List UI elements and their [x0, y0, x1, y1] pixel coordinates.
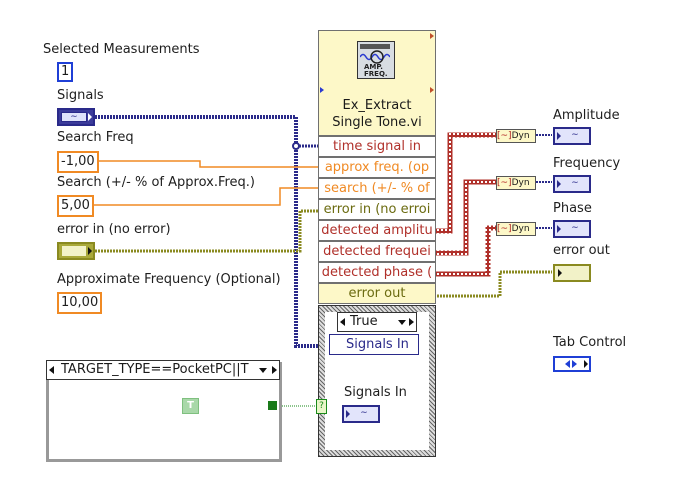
waveform-icon: ∼ — [571, 178, 579, 188]
terminal-time-signal-in[interactable]: time signal in — [318, 136, 436, 157]
signals-control[interactable]: ∼ — [57, 108, 95, 126]
search-pct-label: Search (+/- % of Approx.Freq.) — [57, 175, 255, 190]
decrement-arrow-icon[interactable] — [49, 366, 54, 374]
waveform-icon: ∼ — [571, 130, 579, 140]
error-out-indicator[interactable] — [553, 264, 591, 282]
inner-signals-in-label: Signals In — [344, 385, 407, 400]
inner-signals-in-indicator[interactable]: ∼ — [342, 405, 380, 423]
approx-freq-control[interactable]: 10,00 — [57, 292, 103, 314]
waveform-icon: ∼ — [360, 408, 368, 418]
error-out-label: error out — [553, 243, 610, 258]
terminal-search[interactable]: search (+/- % of — [318, 178, 436, 199]
connector-arrow — [430, 33, 434, 39]
connector-arrow — [320, 87, 324, 93]
error-cluster-icon — [62, 246, 86, 256]
waveform-out-wire[interactable] — [536, 134, 552, 229]
numeric-wire[interactable] — [92, 160, 318, 206]
convert-from-dynamic-phase[interactable]: [~]Dyn — [496, 222, 536, 236]
conditional-tunnel[interactable] — [268, 401, 277, 410]
subvi-name-line1: Ex_Extract — [342, 98, 412, 113]
terminal-detected-frequency[interactable]: detected frequei — [318, 241, 436, 262]
waveform-icon: ∼ — [571, 223, 579, 233]
connector-arrow — [430, 87, 434, 93]
approx-freq-label: Approximate Frequency (Optional) — [57, 272, 281, 287]
tab-control-terminal[interactable] — [553, 356, 591, 372]
error-in-control[interactable] — [57, 242, 95, 260]
dropdown-arrow-icon[interactable] — [398, 320, 406, 325]
error-in-label: error in (no error) — [57, 222, 171, 237]
error-out-wire[interactable] — [434, 270, 552, 298]
case-selector[interactable]: True — [337, 312, 417, 332]
frequency-indicator[interactable]: ∼ — [553, 175, 591, 193]
error-in-wire[interactable] — [95, 209, 318, 253]
selected-measurements-label: Selected Measurements — [43, 42, 200, 57]
amplitude-indicator[interactable]: ∼ — [553, 127, 591, 145]
terminal-error-in[interactable]: error in (no erroi — [318, 199, 436, 220]
amp-freq-icon: AMP. FREQ. — [357, 41, 395, 79]
phase-indicator[interactable]: ∼ — [553, 220, 591, 238]
convert-from-dynamic-amplitude[interactable]: [~]Dyn — [496, 129, 536, 143]
terminal-approx-freq[interactable]: approx freq. (op — [318, 157, 436, 178]
local-variable-signals-in[interactable]: Signals In — [329, 334, 419, 355]
selected-measurements-value[interactable]: 1 — [57, 62, 74, 82]
phase-label: Phase — [553, 201, 592, 216]
convert-from-dynamic-frequency[interactable]: [~]Dyn — [496, 176, 536, 190]
search-freq-label: Search Freq — [57, 130, 134, 145]
tab-control-label: Tab Control — [553, 335, 627, 350]
amplitude-label: Amplitude — [553, 108, 620, 123]
increment-arrow-icon[interactable] — [272, 366, 277, 374]
dynamic-wire[interactable] — [434, 132, 496, 277]
frequency-label: Frequency — [553, 156, 621, 171]
terminal-detected-phase[interactable]: detected phase ( — [318, 262, 436, 283]
true-constant[interactable]: T — [182, 398, 199, 414]
conditional-selector[interactable]: TARGET_TYPE==PocketPC||T — [46, 360, 280, 380]
search-pct-control[interactable]: 5,00 — [57, 195, 94, 217]
boolean-tunnel[interactable]: ? — [316, 399, 327, 414]
dropdown-arrow-icon[interactable] — [259, 368, 267, 373]
wire-junction — [292, 142, 300, 150]
subvi-name-line2: Single Tone.vi — [332, 115, 422, 130]
signals-label: Signals — [57, 88, 104, 103]
terminal-detected-amplitude[interactable]: detected amplitu — [318, 220, 436, 241]
search-freq-control[interactable]: -1,00 — [57, 151, 99, 173]
decrement-arrow-icon[interactable] — [340, 318, 345, 326]
increment-arrow-icon[interactable] — [409, 318, 414, 326]
waveform-icon: ∼ — [61, 112, 87, 122]
terminal-error-out[interactable]: error out — [318, 283, 436, 304]
subvi-node[interactable]: AMP. FREQ. Ex_Extract Single Tone.vi — [318, 30, 436, 136]
